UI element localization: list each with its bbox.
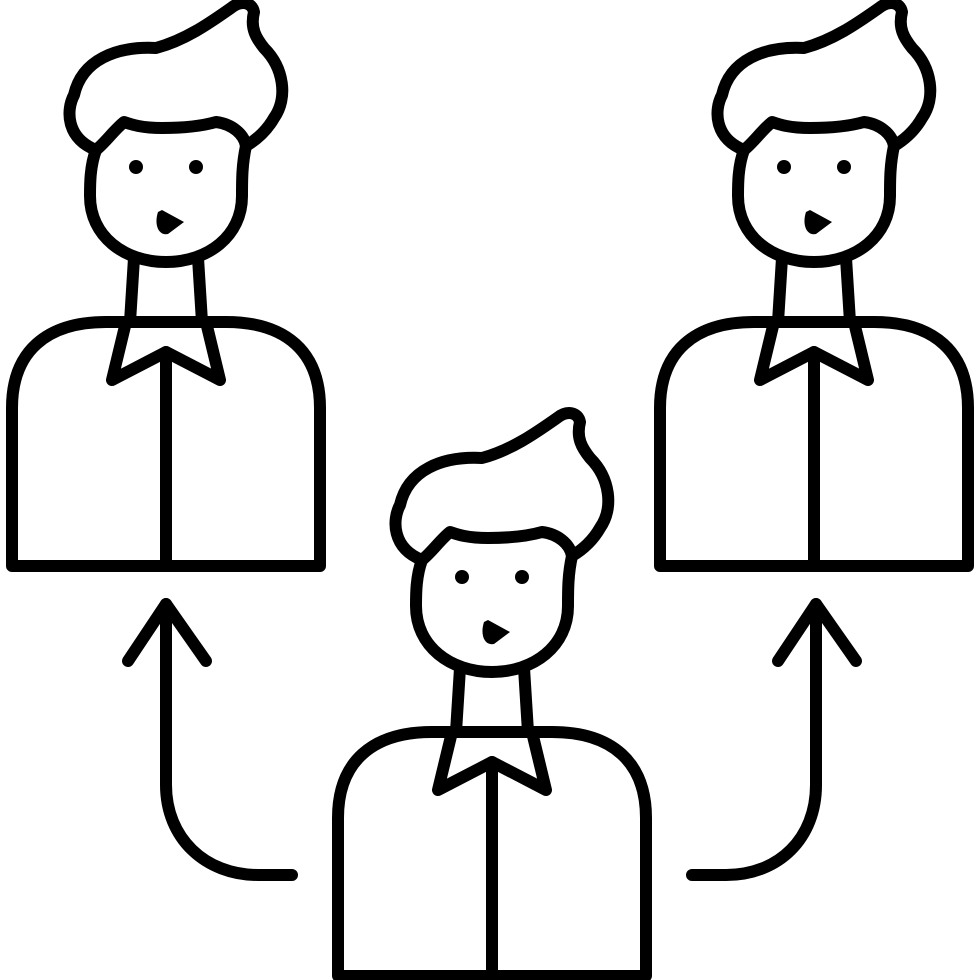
arrow-right-icon (686, 598, 862, 881)
person-left-icon (12, 3, 320, 566)
person-right-icon (660, 3, 968, 566)
arrow-left-icon (122, 598, 298, 881)
person-center-icon (338, 413, 646, 976)
